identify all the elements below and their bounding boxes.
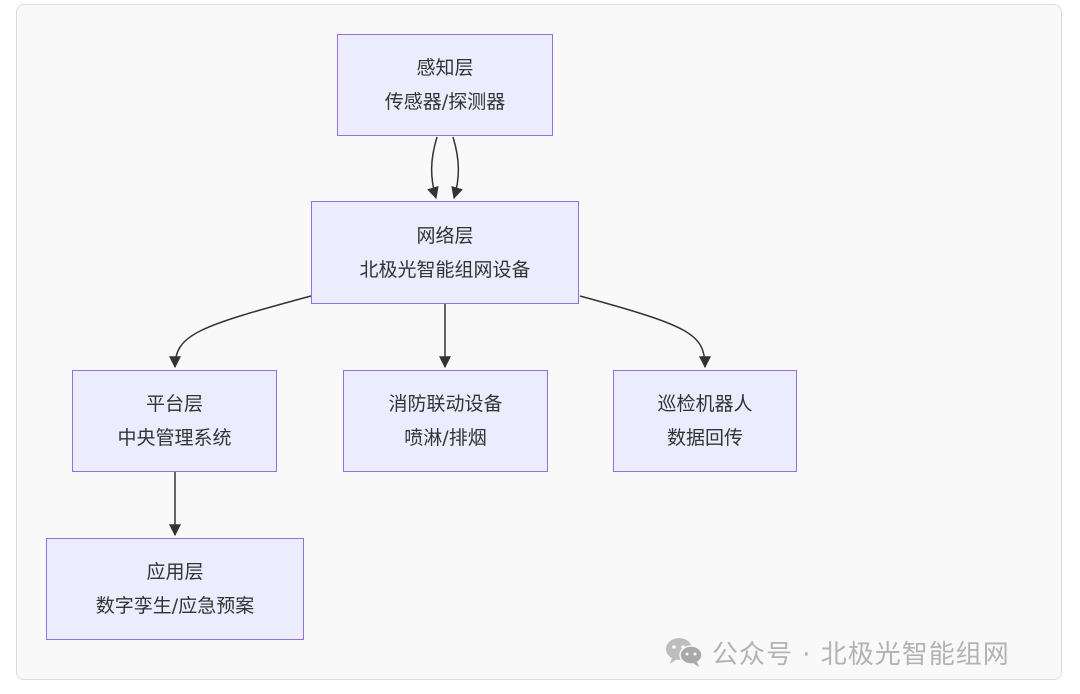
- node-robot-title: 巡检机器人: [657, 393, 753, 415]
- node-platform-title: 平台层: [145, 393, 203, 415]
- node-fire-linkage: 消防联动设备 喷淋/排烟: [343, 370, 548, 472]
- node-fire-title: 消防联动设备: [388, 393, 503, 415]
- edge-network-platform: [169, 295, 312, 369]
- watermark-text: 公众号 · 北极光智能组网: [712, 639, 1010, 670]
- node-platform-subtitle: 中央管理系统: [117, 427, 232, 449]
- node-fire-subtitle: 喷淋/排烟: [404, 427, 487, 449]
- node-network-subtitle: 北极光智能组网设备: [359, 258, 531, 281]
- edge-network-perception: [451, 136, 463, 200]
- node-platform-layer: 平台层 中央管理系统: [72, 370, 277, 472]
- watermark: 公众号 · 北极光智能组网: [664, 634, 1010, 670]
- node-robot-subtitle: 数据回传: [666, 427, 743, 449]
- wechat-icon: [666, 638, 703, 667]
- node-perception-title: 感知层: [416, 57, 474, 79]
- edge-network-robot: [579, 295, 711, 369]
- node-network-title: 网络层: [416, 224, 474, 247]
- node-application-subtitle: 数字孪生/应急预案: [95, 595, 255, 617]
- node-inspection-robot: 巡检机器人 数据回传: [613, 370, 797, 472]
- node-application-layer: 应用层 数字孪生/应急预案: [46, 538, 304, 640]
- node-perception-layer: 感知层 传感器/探测器: [337, 34, 553, 136]
- edge-perception-network: [427, 136, 439, 200]
- node-network-layer: 网络层 北极光智能组网设备: [311, 201, 579, 304]
- node-application-title: 应用层: [146, 561, 204, 583]
- node-perception-subtitle: 传感器/探测器: [384, 91, 506, 113]
